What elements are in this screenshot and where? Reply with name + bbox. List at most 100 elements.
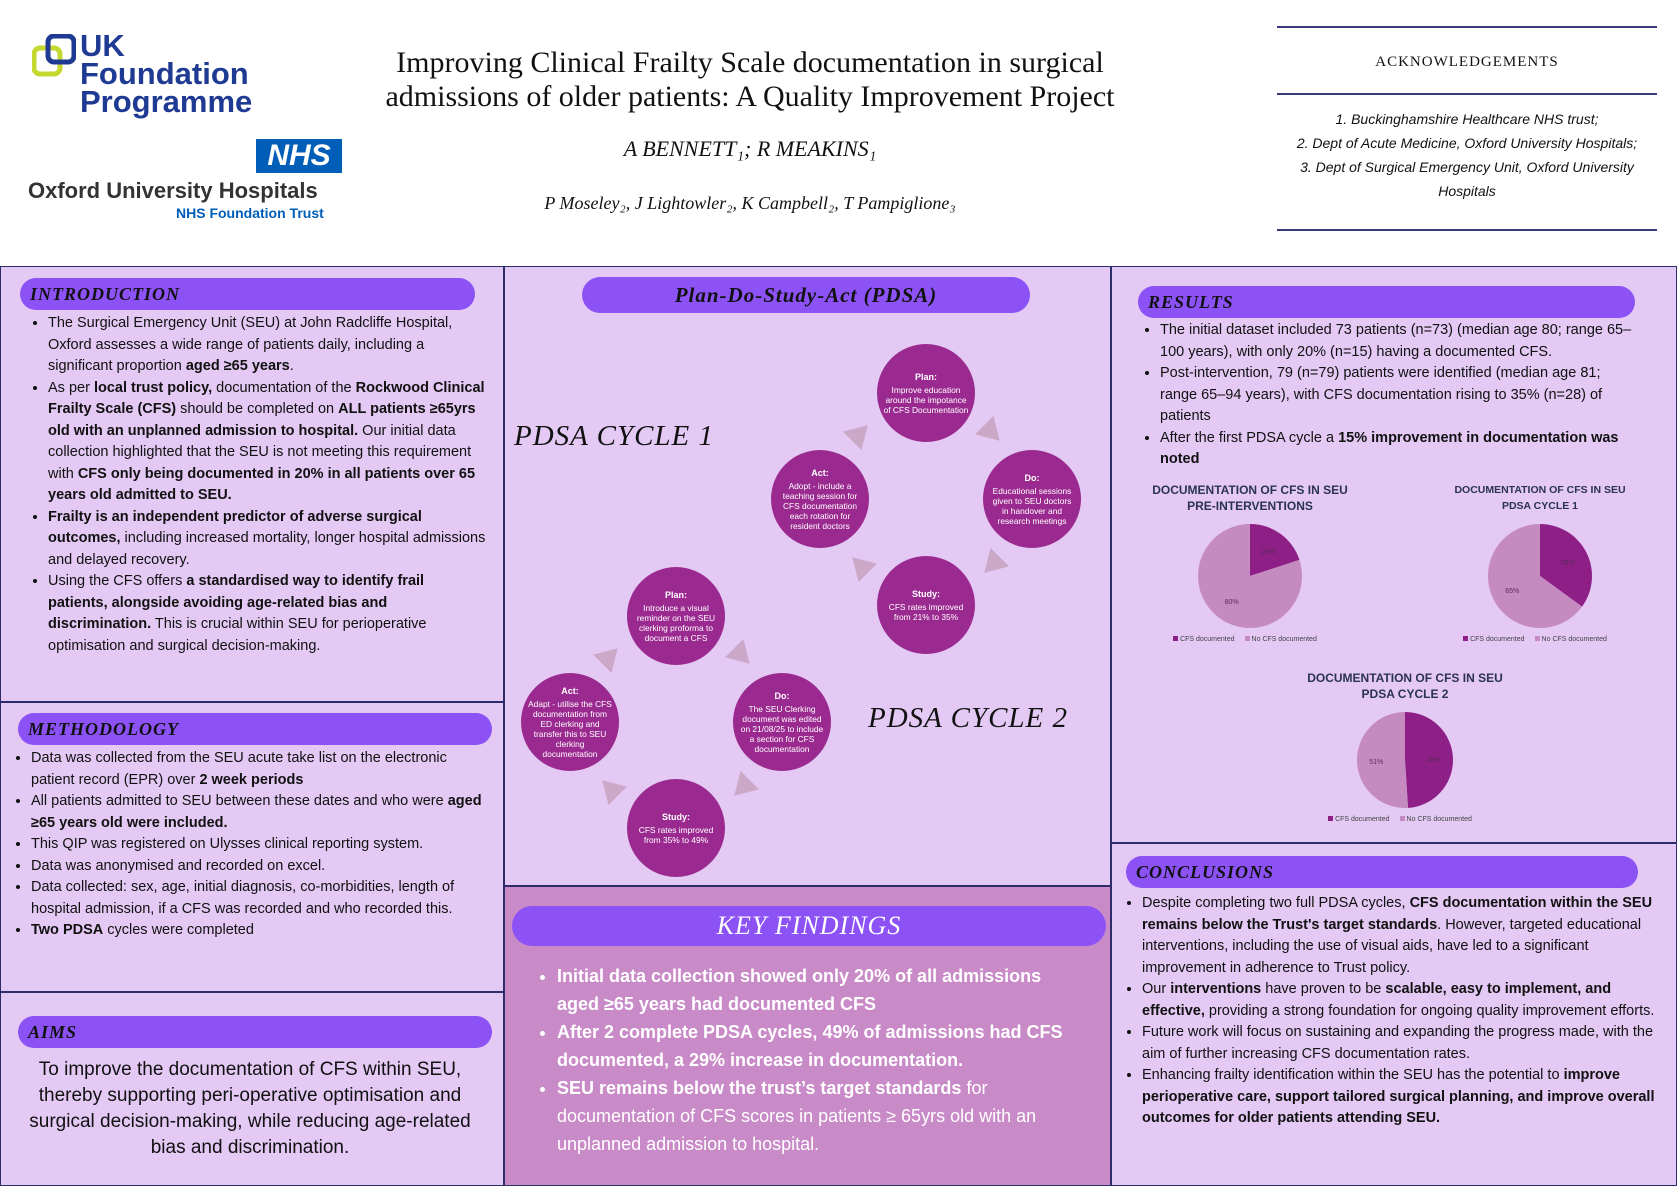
methodology-heading: METHODOLOGY <box>18 713 492 745</box>
legend-label: CFS documented <box>1470 636 1525 643</box>
pdsa-panel <box>504 266 1111 886</box>
acknowledgements-title: ACKNOWLEDGEMENTS <box>1375 54 1559 70</box>
pie-svg: 35%65% <box>1488 524 1592 628</box>
pie-legend: CFS documented No CFS documented <box>1295 815 1515 824</box>
bullet-text: This is crucial within SEU for periopera… <box>48 616 427 654</box>
conclusions-heading: CONCLUSIONS <box>1126 856 1638 888</box>
cycle2-do-circle: Do: The SEU Clerking document was edited … <box>733 673 831 771</box>
divider <box>1277 93 1657 95</box>
pie-data-label: 65% <box>1505 588 1519 595</box>
methodology-panel <box>0 702 504 992</box>
pie-title: DOCUMENTATION OF CFS IN SEU PDSA CYCLE 2 <box>1307 671 1503 701</box>
bullet-text: Rockwood Clinical Frailty Scale (CFS) <box>48 379 485 418</box>
pdsa-cycle-1-label: PDSA CYCLE 1 <box>514 420 715 452</box>
bullet-text: CFS only being documented in 20% in all … <box>48 465 476 504</box>
trust-sub: NHS Foundation Trust <box>176 205 324 221</box>
bullet-text: Two PDSA <box>31 922 104 938</box>
bullet-text: for documentation of CFS scores in patie… <box>557 1078 1037 1154</box>
pie-data-label: 80% <box>1225 599 1239 606</box>
bullet-item: Data was collected from the SEU acute ta… <box>31 748 489 791</box>
legend-label: CFS documented <box>1180 636 1235 643</box>
ack-item: 3. Dept of Surgical Emergency Unit, Oxfo… <box>1300 159 1634 199</box>
bullet-item: As per local trust policy, documentation… <box>48 378 486 507</box>
cycle2-act-circle: Act:Adapt - utilise the CFS documentatio… <box>521 673 619 771</box>
bullet-text: cycles were completed <box>103 922 254 938</box>
bullet-text: Using the CFS offers <box>48 573 187 589</box>
key-findings-list: Initial data collection showed only 20% … <box>537 962 1082 1158</box>
bullet-item: Initial data collection showed only 20% … <box>557 962 1082 1018</box>
bullet-item: Two PDSA cycles were completed <box>31 920 489 942</box>
cycle1-study-circle: Study:CFS rates improved from 21% to 35% <box>877 556 975 654</box>
bullet-item: After the first PDSA cycle a 15% improve… <box>1160 428 1638 471</box>
bullet-text: Our <box>1142 981 1171 997</box>
pdsa-cycle-2-label: PDSA CYCLE 2 <box>868 702 1069 734</box>
bullet-text: As per <box>48 379 94 396</box>
pie-title: DOCUMENTATION OF CFS IN SEU PRE-INTERVEN… <box>1152 483 1348 513</box>
bullet-text: . However, targeted educational interven… <box>1142 916 1642 976</box>
bullet-text: Future work will focus on sustaining and… <box>1142 1024 1654 1062</box>
bullet-item: SEU remains below the trust’s target sta… <box>557 1074 1082 1158</box>
legend-swatch <box>1328 816 1334 821</box>
bullet-item: Future work will focus on sustaining and… <box>1142 1022 1670 1065</box>
pie-chart: DOCUMENTATION OF CFS IN SEU PDSA CYCLE 1… <box>1440 482 1640 644</box>
circle-body: Adapt - utilise the CFS documentation fr… <box>528 698 612 759</box>
bullet-text: scalable, easy to implement, and effecti… <box>1142 981 1612 1019</box>
circle-heading: Do: <box>774 690 790 701</box>
bullet-item: The Surgical Emergency Unit (SEU) at Joh… <box>48 313 486 378</box>
pie-slice-no-cfs <box>1198 524 1302 628</box>
bullet-text: local trust policy, <box>93 379 213 396</box>
circle-body: The SEU Clerking document was edited on … <box>740 703 824 754</box>
bullet-text: interventions <box>1170 981 1262 997</box>
bullet-item: Post-intervention, 79 (n=79) patients we… <box>1160 363 1638 428</box>
uk-foundation-logo-icon <box>32 34 76 77</box>
bullet-text: aged ≥65 years <box>185 358 290 374</box>
ack-item: 2. Dept of Acute Medicine, Oxford Univer… <box>1296 135 1638 151</box>
legend-swatch <box>1463 636 1469 641</box>
pie-slice-no-cfs <box>1357 712 1409 808</box>
bullet-text: This QIP was registered on Ulysses clini… <box>31 836 424 852</box>
circle-heading: Study: <box>912 588 940 599</box>
bullet-text: Enhancing frailty identification within … <box>1142 1067 1564 1083</box>
legend-label: No CFS documented <box>1251 636 1317 643</box>
bullet-text: CFS documentation within the SEU remains… <box>1142 895 1653 933</box>
bullet-text: Initial data collection showed only 20% … <box>557 966 1042 1014</box>
pie-slice-cfs-documented <box>1405 712 1453 808</box>
bullet-text: have proven to be <box>1261 981 1386 997</box>
legend-label: CFS documented <box>1335 816 1390 823</box>
pdsa-heading: Plan-Do-Study-Act (PDSA) <box>582 277 1030 313</box>
bullet-item: After 2 complete PDSA cycles, 49% of adm… <box>557 1018 1082 1074</box>
pie-svg: 49%51% <box>1357 712 1453 808</box>
introduction-panel <box>0 266 504 702</box>
nhs-logo: NHS <box>256 139 342 173</box>
bullet-text: should be completed on <box>176 401 339 417</box>
bullet-text: providing a strong foundation for ongoin… <box>1204 1002 1655 1019</box>
conclusions-list: Despite completing two full PDSA cycles,… <box>1120 893 1670 1130</box>
bullet-text: Post-intervention, 79 (n=79) patients we… <box>1160 365 1603 424</box>
cycle1-plan-circle: Plan:Improve education around the impota… <box>877 344 975 442</box>
pie-slice-no-cfs <box>1488 524 1583 628</box>
poster-header <box>0 0 1677 266</box>
bullet-text: 2 week periods <box>199 771 304 788</box>
bullet-item: The initial dataset included 73 patients… <box>1160 320 1638 363</box>
bullet-item: Data was anonymised and recorded on exce… <box>31 856 489 878</box>
poster-title: Improving Clinical Frailty Scale documen… <box>385 46 1115 113</box>
circle-body: Improve education around the impotance o… <box>883 384 969 415</box>
bullet-item: All patients admitted to SEU between the… <box>31 791 489 834</box>
bullet-text: ALL patients ≥65yrs old with an unplanne… <box>48 401 476 439</box>
bullet-text: improve perioperative care, support tail… <box>1142 1067 1655 1126</box>
aims-text: To improve the documentation of CFS with… <box>29 1059 471 1158</box>
bullet-item: Data collected: sex, age, initial diagno… <box>31 877 489 920</box>
legend-swatch <box>1244 636 1250 641</box>
bullet-item: Despite completing two full PDSA cycles,… <box>1142 893 1670 979</box>
bullet-text: a standardised way to identify frail pat… <box>48 573 425 632</box>
legend-label: No CFS documented <box>1406 816 1472 823</box>
legend-swatch <box>1173 636 1179 641</box>
bullet-text: Data collected: sex, age, initial diagno… <box>31 879 455 917</box>
key-findings-heading: KEY FINDINGS <box>512 906 1106 946</box>
bullet-text: Data was anonymised and recorded on exce… <box>31 857 326 874</box>
bullet-text: documentation of the <box>212 379 356 396</box>
pie-legend: CFS documented No CFS documented <box>1150 635 1350 644</box>
bullet-text: SEU remains below the trust’s target sta… <box>557 1078 962 1098</box>
ack-item: 1. Buckinghamshire Healthcare NHS trust; <box>1335 111 1599 127</box>
